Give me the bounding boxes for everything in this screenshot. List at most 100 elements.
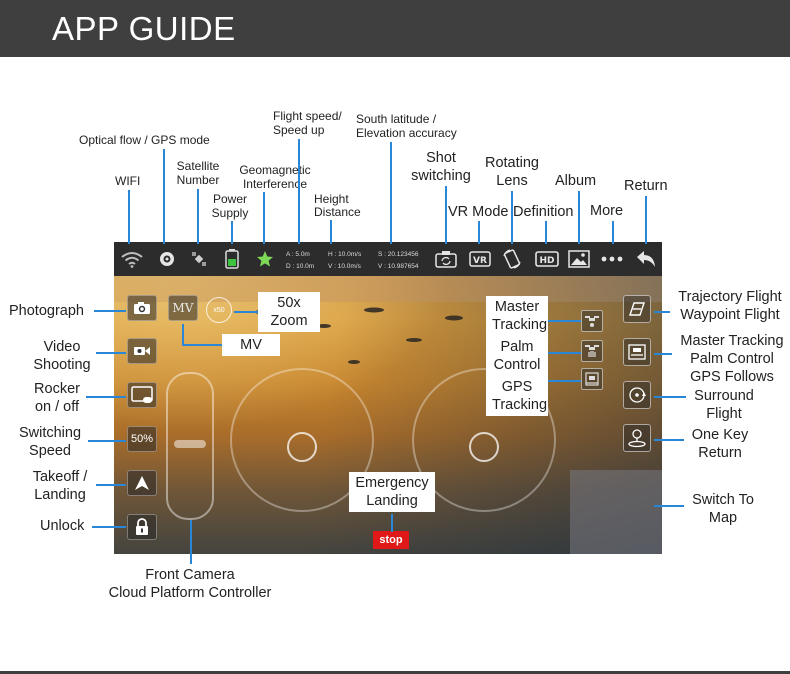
gps-tracking-button[interactable] xyxy=(581,368,603,390)
one-key-return-button[interactable] xyxy=(623,424,651,452)
height-label-1: Height xyxy=(314,192,349,206)
speed-switch-button[interactable]: 50% xyxy=(127,426,157,452)
app-screen: A : 5.0m D : 10.0m H : 10.0m/s V : 10.0m… xyxy=(114,242,662,554)
surround-label-2: Flight xyxy=(706,406,742,422)
master-list-label-3: GPS Follows xyxy=(690,369,774,385)
zoom-leader xyxy=(234,311,258,313)
top-status-bar: A : 5.0m D : 10.0m H : 10.0m/s V : 10.0m… xyxy=(114,242,662,276)
palm-control-leader xyxy=(548,352,581,354)
takeoff-landing-button[interactable] xyxy=(127,470,157,496)
photograph-button[interactable] xyxy=(127,295,157,321)
home-return-icon xyxy=(628,429,646,448)
surround-leader xyxy=(654,396,686,398)
right-joystick[interactable] xyxy=(412,368,556,512)
vr-mode-icon[interactable]: VR xyxy=(468,246,492,272)
lock-icon xyxy=(136,518,148,535)
zoom-button[interactable]: x50 xyxy=(206,297,232,323)
trajectory-flight-button[interactable] xyxy=(623,295,651,323)
emergency-landing-line-1: Emergency xyxy=(355,475,429,491)
video-button[interactable] xyxy=(127,338,157,364)
gps-tracking-callout-line-1: GPS xyxy=(501,379,533,395)
one-key-return-label-1: One Key xyxy=(691,427,749,443)
mv-button[interactable]: MV xyxy=(168,295,198,321)
master-tracking-menu-button[interactable] xyxy=(623,338,651,366)
master-tracking-leader xyxy=(548,320,581,322)
album-label: Album xyxy=(555,173,597,189)
hd-definition-icon[interactable]: HD xyxy=(534,246,560,272)
gps-tracking-callout-line-2: Tracking xyxy=(492,397,548,413)
gimbal-slider-track[interactable] xyxy=(166,372,214,520)
satellite-leader xyxy=(197,189,199,244)
rocker-toggle-button[interactable] xyxy=(127,382,157,408)
video-shooting-label-2: Shooting xyxy=(33,357,91,373)
surround-flight-button[interactable] xyxy=(623,381,651,409)
geomagnetic-leader xyxy=(263,192,265,244)
height-leader xyxy=(330,220,332,244)
video-shooting-label-1: Video xyxy=(43,339,81,355)
rocker-label-2: on / off xyxy=(34,399,80,415)
palm-control-callout-line-1: Palm xyxy=(500,339,534,355)
zoom-callout-line-1: 50x xyxy=(277,295,301,311)
takeoff-label-1: Takeoff / xyxy=(32,469,88,485)
zoom-callout-line-2: Zoom xyxy=(270,313,308,329)
photograph-label: Photograph xyxy=(9,303,84,319)
telemetry-accuracy: V : 10.987654 xyxy=(378,263,419,270)
battery-icon xyxy=(222,246,242,272)
master-tracking-callout: Master Tracking xyxy=(486,296,548,336)
photograph-leader xyxy=(94,310,126,312)
rotate-lens-icon[interactable] xyxy=(500,246,524,272)
header-bar: APP GUIDE xyxy=(0,0,790,57)
return-icon[interactable] xyxy=(634,246,658,272)
left-joystick-knob[interactable] xyxy=(287,432,317,462)
svg-text:HD: HD xyxy=(539,256,554,266)
right-joystick-knob[interactable] xyxy=(469,432,499,462)
gps-icon xyxy=(585,372,599,386)
tracking-menu-icon xyxy=(628,344,646,360)
telemetry-h-speed: H : 10.0m/s xyxy=(328,251,362,258)
shot-switching-leader xyxy=(445,186,447,244)
emergency-landing-callout: Emergency Landing xyxy=(349,472,435,512)
switch-map-label-2: Map xyxy=(708,510,738,526)
flight-speed-label-1: Flight speed/ xyxy=(273,109,342,123)
map-switch-button[interactable] xyxy=(570,470,662,554)
switching-speed-leader xyxy=(88,440,126,442)
vr-mode-label: VR Mode xyxy=(448,204,509,220)
trajectory-label-1: Trajectory Flight xyxy=(678,289,782,305)
master-tracking-button[interactable] xyxy=(581,310,603,332)
more-label: More xyxy=(590,203,624,219)
palm-control-button[interactable] xyxy=(581,340,603,362)
rotating-lens-leader xyxy=(511,191,513,244)
master-list-label-2: Palm Control xyxy=(690,351,774,367)
mv-leader-v xyxy=(182,324,184,346)
optical-flow-icon[interactable] xyxy=(156,246,178,272)
satellite-label-1: Satellite xyxy=(176,159,220,173)
front-camera-label-1: Front Camera xyxy=(145,567,235,583)
master-list-leader xyxy=(654,353,672,355)
album-icon[interactable] xyxy=(566,246,592,272)
palm-icon xyxy=(585,345,599,357)
camera-switch-icon[interactable] xyxy=(434,246,458,272)
master-list-label-1: Master Tracking xyxy=(680,333,784,349)
vr-mode-leader xyxy=(478,221,480,244)
rocker-label-1: Rocker xyxy=(34,381,80,397)
unlock-button[interactable] xyxy=(127,514,157,540)
more-icon[interactable] xyxy=(600,246,624,272)
switching-speed-label-1: Switching xyxy=(18,425,82,441)
shot-switching-label-2: switching xyxy=(411,168,471,184)
south-latitude-leader xyxy=(390,142,392,244)
return-label: Return xyxy=(624,178,668,194)
gimbal-slider-handle[interactable] xyxy=(174,440,206,448)
left-joystick[interactable] xyxy=(230,368,374,512)
unlock-leader xyxy=(92,526,126,528)
geomagnetic-label-2: Interference xyxy=(242,177,308,191)
wifi-icon xyxy=(120,246,144,272)
trajectory-leader xyxy=(654,311,670,313)
takeoff-label-2: Landing xyxy=(34,487,86,503)
emergency-stop-button[interactable]: stop xyxy=(373,531,409,549)
one-key-return-label-2: Return xyxy=(698,445,742,461)
takeoff-leader xyxy=(96,484,126,486)
zoom-badge-text: x50 xyxy=(213,306,225,314)
gps-tracking-leader xyxy=(548,380,581,382)
switching-speed-label-2: Speed xyxy=(29,443,71,459)
emergency-landing-line-2: Landing xyxy=(366,493,418,509)
